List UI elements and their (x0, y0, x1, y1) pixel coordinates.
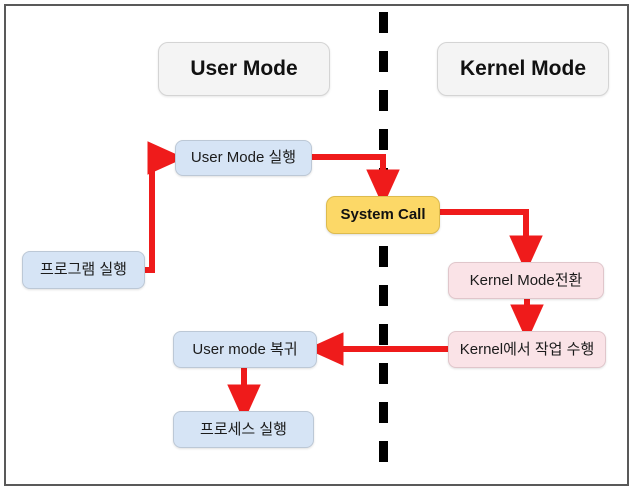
node-kernel-mode-switch: Kernel Mode전환 (448, 262, 604, 299)
user-mode-header: User Mode (158, 42, 330, 96)
node-user-mode-return: User mode 복귀 (173, 331, 317, 368)
node-process-run: 프로세스 실행 (173, 411, 314, 448)
node-user-mode-exec: User Mode 실행 (175, 140, 312, 176)
node-kernel-work: Kernel에서 작업 수행 (448, 331, 606, 368)
node-system-call: System Call (326, 196, 440, 234)
mode-divider-dashed-line (379, 12, 388, 478)
kernel-mode-header: Kernel Mode (437, 42, 609, 96)
node-program-run: 프로그램 실행 (22, 251, 145, 289)
